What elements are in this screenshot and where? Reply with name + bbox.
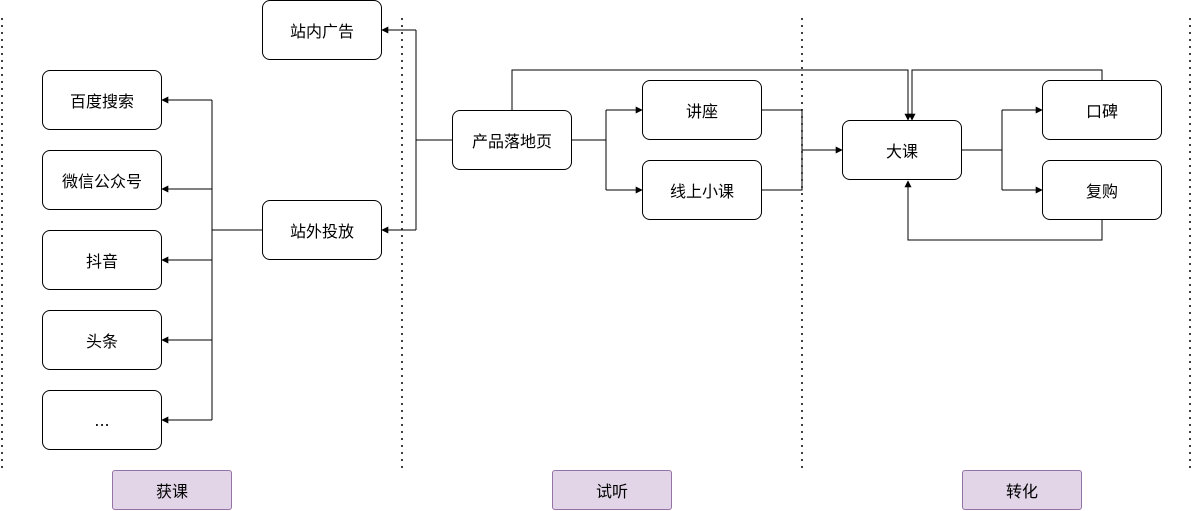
edge-offsite-trunk — [211, 100, 262, 420]
node-douyin[interactable]: 抖音 — [42, 230, 162, 290]
node-toutiao[interactable]: 头条 — [42, 310, 162, 370]
edge-repurchase-to-big-course — [904, 180, 1103, 241]
phase-label-acquire: 获课 — [112, 470, 232, 510]
edge-landing-split — [572, 110, 607, 190]
edge-landing-to-big-course — [511, 69, 912, 121]
edge-big-course-split — [962, 110, 1003, 190]
node-offsite-ads[interactable]: 站外投放 — [262, 200, 382, 260]
node-landing-page[interactable]: 产品落地页 — [452, 110, 572, 170]
node-wechat-official[interactable]: 微信公众号 — [42, 150, 162, 210]
node-lecture[interactable]: 讲座 — [642, 80, 762, 140]
node-word-of-mouth[interactable]: 口碑 — [1042, 80, 1162, 140]
node-repurchase[interactable]: 复购 — [1042, 160, 1162, 220]
node-mini-course[interactable]: 线上小课 — [642, 160, 762, 220]
edge-wom-to-big-course — [908, 69, 1103, 121]
edge-trial-merge — [762, 109, 803, 191]
node-more[interactable]: ... — [42, 390, 162, 450]
phase-label-trial: 试听 — [552, 470, 672, 510]
node-onsite-ad[interactable]: 站内广告 — [262, 0, 382, 60]
node-big-course[interactable]: 大课 — [842, 120, 962, 180]
node-baidu-search[interactable]: 百度搜索 — [42, 70, 162, 130]
phase-label-convert: 转化 — [962, 470, 1082, 510]
edge-landing-trunk — [415, 30, 452, 230]
